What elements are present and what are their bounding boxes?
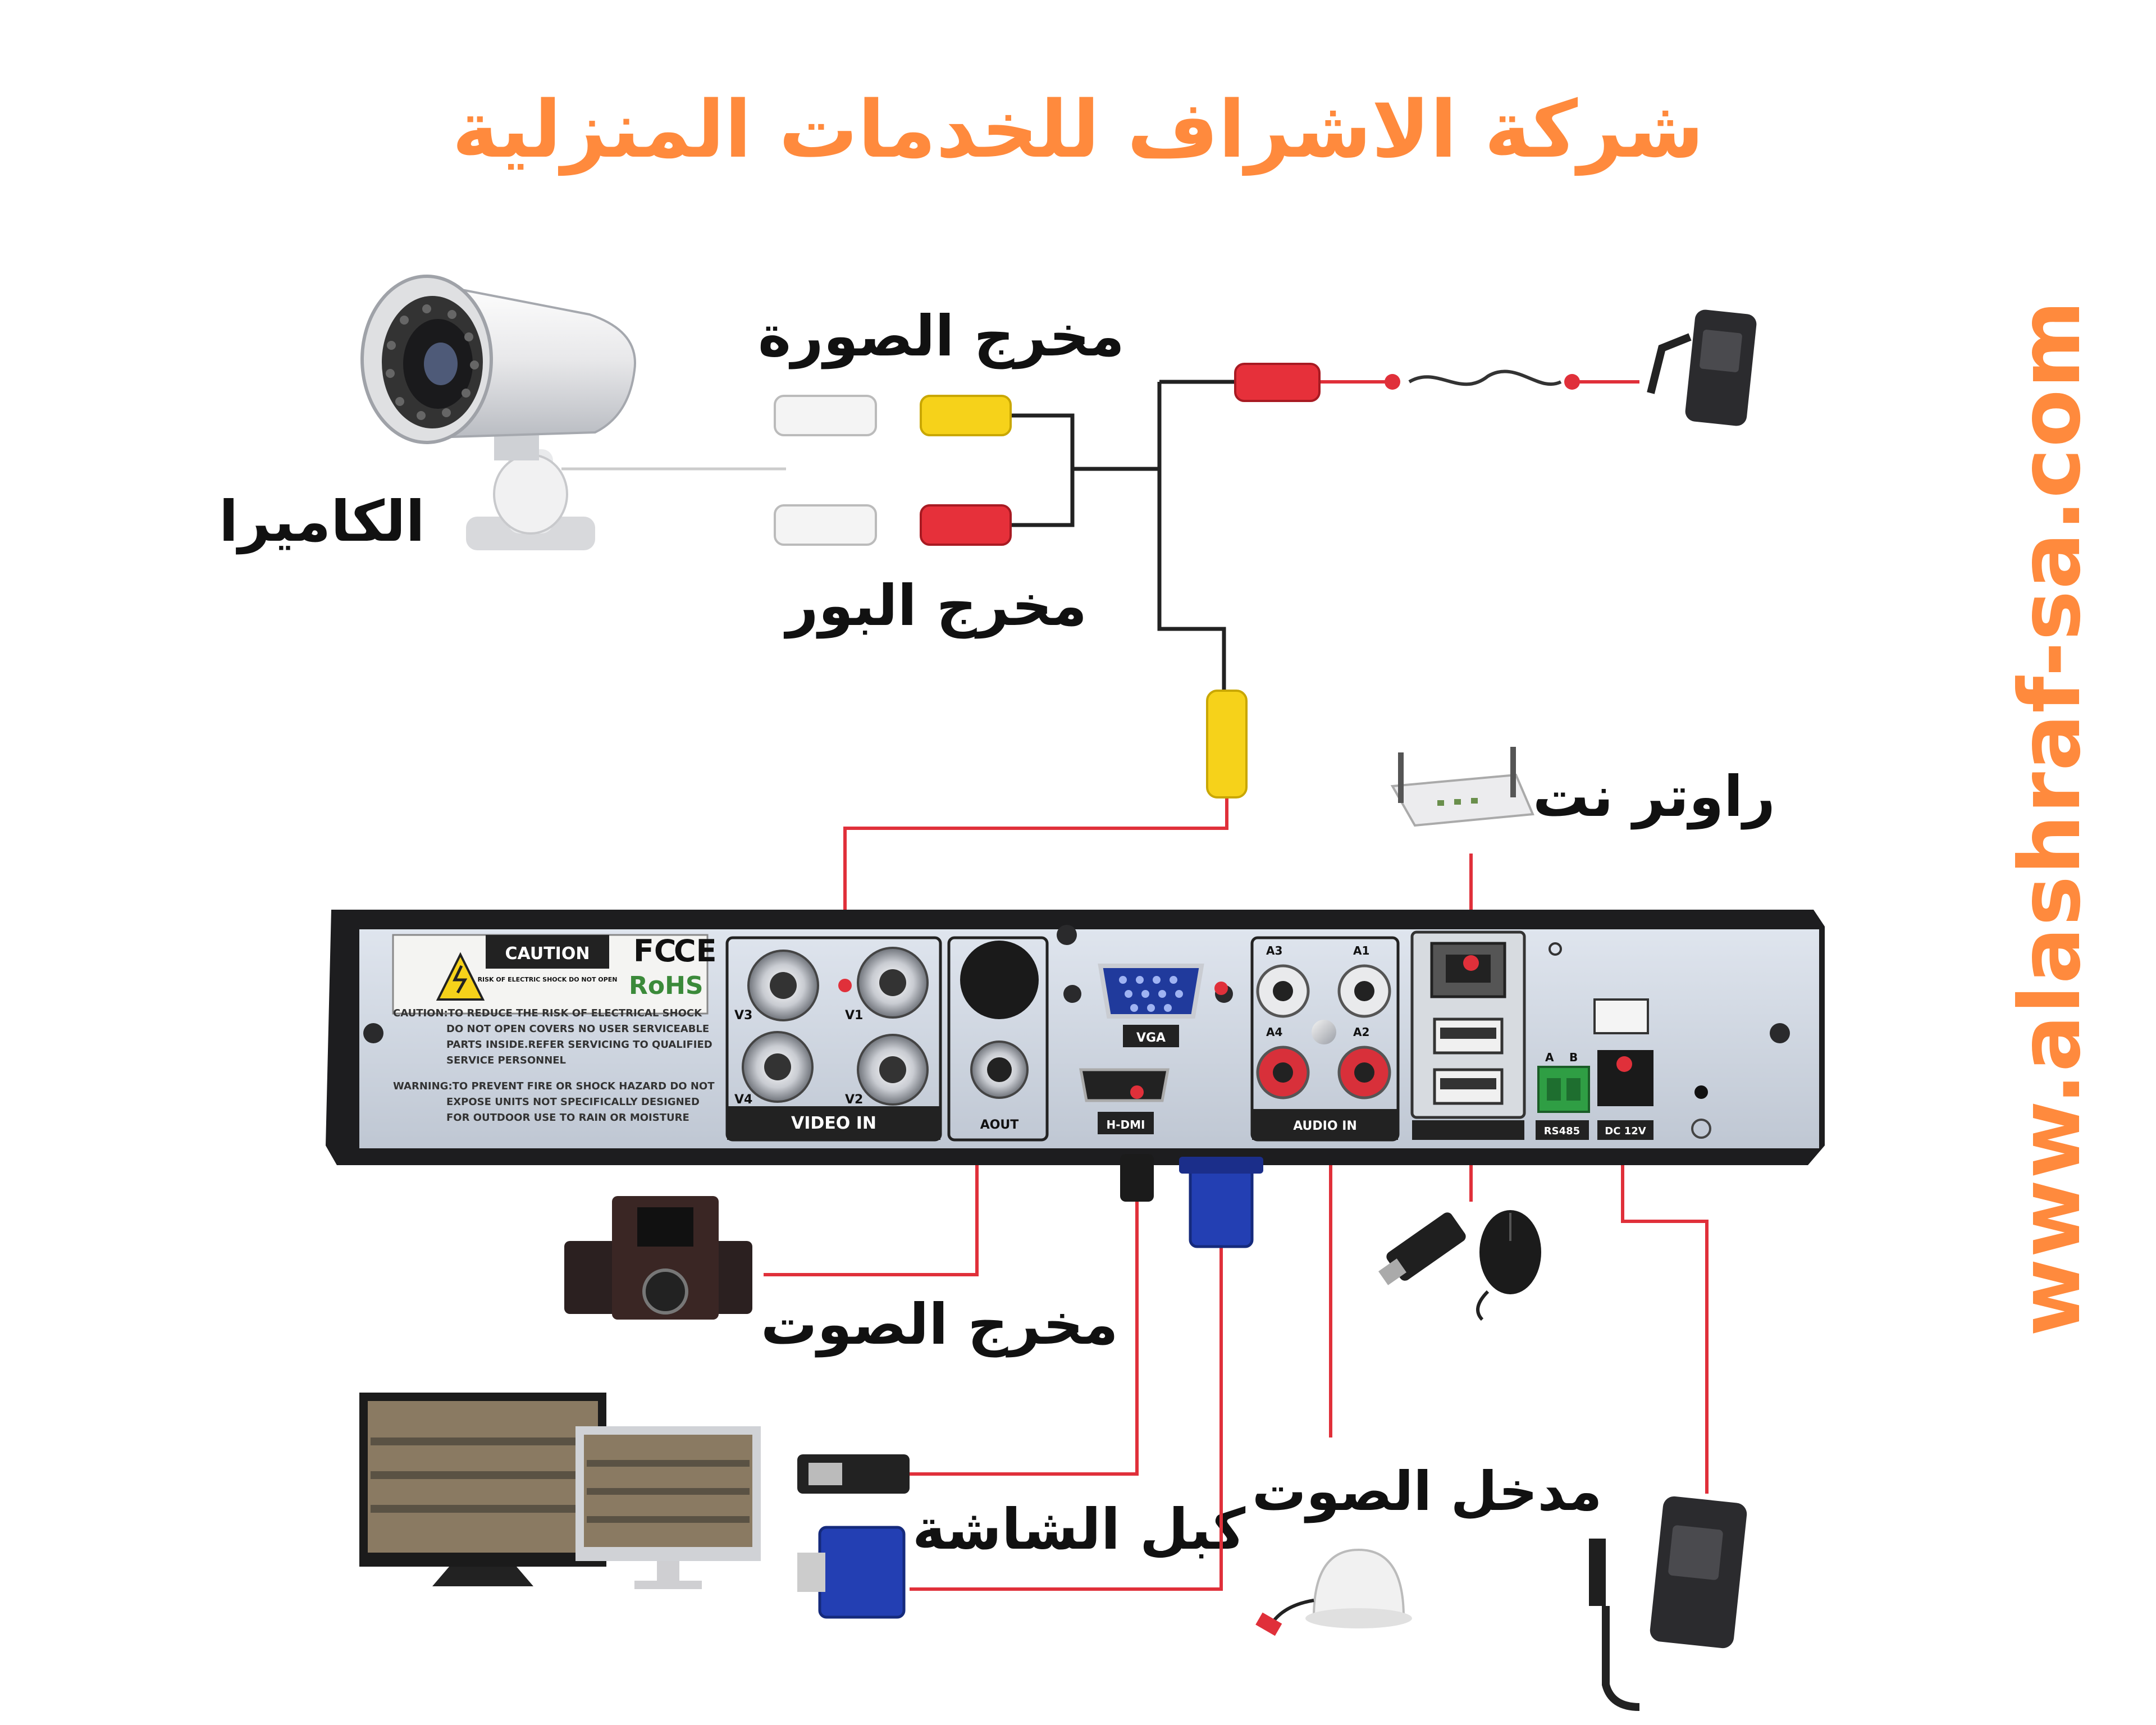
v3-label: V3: [734, 1008, 752, 1023]
label-router: راوتر نت: [1533, 764, 1775, 829]
monitor-icon: [359, 1393, 761, 1589]
dvr-panel: CAUTION RISK OF ELECTRIC SHOCK DO NOT OP…: [326, 910, 1825, 1165]
usb-drive-icon: [1378, 1212, 1466, 1285]
v2-label: V2: [845, 1093, 863, 1107]
label-display-cable: كبل الشاشة: [912, 1496, 1246, 1562]
rs485-label: RS485: [1544, 1125, 1580, 1137]
caution-text: CAUTION:TO REDUCE THE RISK OF ELECTRICAL…: [393, 1007, 715, 1124]
mouse-icon: [1476, 1210, 1541, 1321]
power-adapter-icon: [1589, 1496, 1747, 1711]
v1-label: V1: [845, 1008, 863, 1023]
caution-sub: RISK OF ELECTRIC SHOCK DO NOT OPEN: [478, 976, 618, 983]
microphone-icon: [1255, 1548, 1412, 1636]
hdmi-label: H-DMI: [1107, 1118, 1145, 1131]
audio-in-label: AUDIO IN: [1293, 1119, 1357, 1133]
video-in-label: VIDEO IN: [791, 1114, 876, 1133]
a4-label: A4: [1266, 1025, 1282, 1039]
speaker-icon: [564, 1196, 752, 1320]
label-audio-input: مدخل الصوت: [1252, 1460, 1602, 1523]
svg-text:PARTS INSIDE.REFER SERVICING T: PARTS INSIDE.REFER SERVICING TO QUALIFIE…: [446, 1039, 712, 1051]
ce-mark: CE: [674, 933, 717, 969]
router-icon: [1390, 747, 1534, 827]
svg-text:DO NOT OPEN COVERS NO USER SER: DO NOT OPEN COVERS NO USER SERVICEABLE: [446, 1023, 709, 1035]
svg-text:SERVICE PERSONNEL: SERVICE PERSONNEL: [446, 1055, 566, 1066]
dc12v-label: DC 12V: [1605, 1125, 1646, 1137]
bnc-ports: [742, 947, 929, 1106]
caution-title: CAUTION: [505, 944, 590, 964]
hdmi-plug-icon: [797, 1154, 1154, 1494]
label-audio-output: مخرج الصوت: [761, 1292, 1118, 1357]
v4-label: V4: [734, 1093, 752, 1107]
a3-label: A3: [1266, 944, 1282, 957]
rs485-a-label: A: [1545, 1051, 1554, 1064]
svg-text:CAUTION:TO REDUCE THE RISK OF: CAUTION:TO REDUCE THE RISK OF ELECTRICAL…: [393, 1007, 702, 1019]
vga-plug-icon: [797, 1157, 1263, 1619]
aout-label: AOUT: [980, 1118, 1019, 1132]
svg-text:FOR OUTDOOR USE TO RAIN OR MOI: FOR OUTDOOR USE TO RAIN OR MOISTURE: [446, 1112, 689, 1124]
vga-label: VGA: [1136, 1031, 1166, 1045]
a1-label: A1: [1353, 944, 1369, 957]
fc-mark: FC: [633, 933, 677, 969]
svg-text:EXPOSE UNITS NOT SPECIFICALLY: EXPOSE UNITS NOT SPECIFICALLY DESIGNED: [446, 1096, 700, 1108]
label-video-output: مخرج الصورة: [758, 303, 1125, 369]
rs485-b-label: B: [1569, 1051, 1578, 1064]
page-title: شركة الاشراف للخدمات المنزلية: [452, 84, 1706, 176]
power-adapter-icon: [1647, 309, 1757, 426]
rohs-mark: RoHS: [629, 971, 704, 1000]
label-camera: الكاميرا: [219, 489, 425, 554]
camera-icon: [360, 275, 636, 550]
a2-label: A2: [1353, 1025, 1369, 1039]
rca-plug-icon: [774, 363, 1321, 798]
label-power-output: مخرج البور: [786, 573, 1087, 638]
svg-text:WARNING:TO PREVENT FIRE OR SHO: WARNING:TO PREVENT FIRE OR SHOCK HAZARD …: [393, 1080, 715, 1092]
